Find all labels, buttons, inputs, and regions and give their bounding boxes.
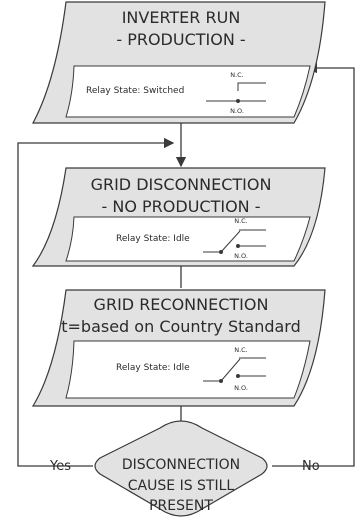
nc-label: N.C. [234, 346, 248, 354]
no-label: N.O. [234, 252, 248, 260]
relay-idle-icon [203, 229, 266, 254]
block-inverter-run: INVERTER RUN - PRODUCTION - Relay State:… [31, 1, 326, 124]
block-grid-disconnection: GRID DISCONNECTION - NO PRODUCTION - Rel… [31, 167, 326, 267]
decision-disconnection-cause: DISCONNECTION CAUSE IS STILL PRESENT [94, 420, 268, 517]
decision-shape [94, 420, 268, 517]
decision-line-1: DISCONNECTION [122, 457, 240, 473]
no-label: N.O. [230, 107, 244, 115]
block-grid-reconnection: GRID RECONNECTION t=based on Country Sta… [31, 289, 326, 407]
flow-connectors [17, 62, 355, 467]
relay-panel [65, 65, 311, 118]
relay-state-label: Relay State: Idle [116, 363, 190, 373]
relay-idle-icon [203, 357, 266, 383]
block-title: GRID DISCONNECTION [91, 175, 272, 194]
nc-label: N.C. [234, 217, 248, 225]
block-subtitle: - NO PRODUCTION - [102, 197, 261, 216]
yes-label: Yes [49, 459, 71, 474]
no-label: No [302, 459, 320, 474]
relay-switched-icon [206, 82, 266, 103]
relay-state-label: Relay State: Switched [86, 86, 184, 96]
nc-label: N.C. [230, 71, 244, 79]
relay-panel [65, 216, 311, 262]
connector-no-loop [272, 62, 355, 467]
block-title: GRID RECONNECTION [94, 295, 269, 314]
decision-line-2: CAUSE IS STILL [128, 478, 235, 494]
relay-panel [65, 340, 311, 399]
decision-line-3: PRESENT [149, 498, 213, 514]
connector-yes-loop [17, 137, 175, 467]
block-title: INVERTER RUN [122, 8, 241, 27]
block-subtitle: t=based on Country Standard [61, 317, 301, 336]
no-label: N.O. [234, 384, 248, 392]
block-subtitle: - PRODUCTION - [116, 30, 245, 49]
relay-state-label: Relay State: Idle [116, 234, 190, 244]
